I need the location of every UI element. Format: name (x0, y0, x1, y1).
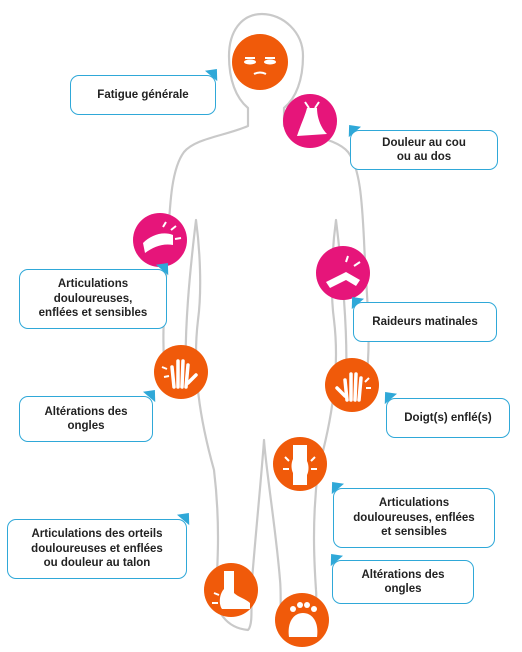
foot-toes-icon (275, 593, 329, 647)
callout-neck: Douleur au cou ou au dos (350, 130, 498, 170)
hand-icon (325, 358, 379, 412)
symptom-circle-fatigue (232, 34, 288, 90)
neck-back-icon (283, 94, 337, 148)
callout-label: Articulations des orteils douloureuses e… (31, 527, 163, 570)
callout-label: Raideurs matinales (372, 315, 477, 329)
callout-label: Doigt(s) enflé(s) (404, 411, 492, 425)
callout-fatigue: Fatigue générale (70, 75, 216, 115)
symptom-circle-neck (283, 94, 337, 148)
callout-label: Articulations douloureuses, enflées et s… (39, 277, 148, 320)
callout-label: Altérations des ongles (361, 568, 444, 597)
symptom-circle-toes (204, 563, 258, 617)
callout-label: Altérations des ongles (44, 405, 127, 434)
callout-stiffness: Raideurs matinales (353, 302, 497, 342)
hand-icon (154, 345, 208, 399)
elbow-joint-icon (316, 246, 370, 300)
callout-label: Fatigue générale (97, 88, 188, 102)
face-icon (232, 34, 288, 90)
symptom-circle-knee (273, 437, 327, 491)
symptom-circle-finger (325, 358, 379, 412)
symptom-circle-stiffness (316, 246, 370, 300)
symptom-circle-nails-hand (154, 345, 208, 399)
callout-toes: Articulations des orteils douloureuses e… (7, 519, 187, 579)
callout-label: Articulations douloureuses, enflées et s… (353, 496, 474, 539)
callout-shoulder: Articulations douloureuses, enflées et s… (19, 269, 167, 329)
callout-nails-hand: Altérations des ongles (19, 396, 153, 442)
callout-finger: Doigt(s) enflé(s) (386, 398, 510, 438)
knee-joint-icon (273, 437, 327, 491)
callout-nails-foot: Altérations des ongles (332, 560, 474, 604)
foot-icon (204, 563, 258, 617)
callout-knee: Articulations douloureuses, enflées et s… (333, 488, 495, 548)
callout-label: Douleur au cou ou au dos (382, 136, 466, 165)
symptom-circle-nails-foot (275, 593, 329, 647)
